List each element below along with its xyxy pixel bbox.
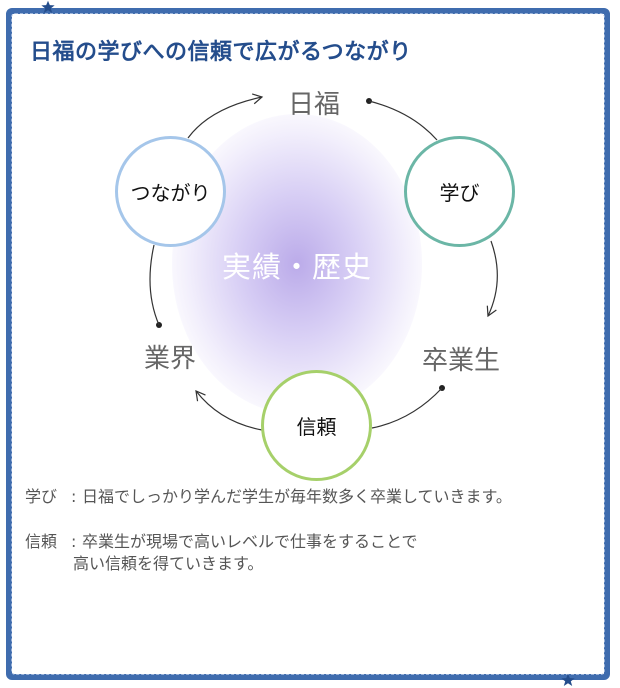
description-text: 卒業生が現場で高いレベルで仕事をすることで [82, 532, 418, 551]
arrow-shinrai-to-gyokai [195, 390, 263, 431]
node-tsunagari-label: つながり [130, 181, 211, 205]
star-icon [41, 0, 55, 14]
label-gyokai: 業界 [144, 344, 197, 374]
label-sotsugyosei: 卒業生 [422, 346, 501, 376]
description-shinrai: 信頼: 卒業生が現場で高いレベルで仕事をすることで 高い信頼を得ていきます。 [25, 531, 418, 575]
arrow-gyokai-to-tsunagari [149, 244, 160, 326]
inner-dashed-frame [11, 13, 605, 675]
page-title: 日福の学びへの信頼で広がるつながり [30, 40, 412, 65]
node-manabi: 学び [404, 136, 515, 247]
description-term: 学び [25, 487, 58, 506]
arrow-tsunagari-to-nippuku [187, 93, 264, 139]
node-tsunagari: つながり [115, 136, 226, 247]
description-term: 信頼 [25, 532, 58, 551]
node-shinrai: 信頼 [261, 370, 372, 481]
arrow-manabi-to-sotsugyosei [486, 240, 498, 318]
description-manabi: 学び: 日福でしっかり学んだ学生が毎年数多く卒業していきます。 [25, 486, 512, 508]
center-text: 実績・歴史 [221, 250, 372, 284]
description-text: 日福でしっかり学んだ学生が毎年数多く卒業していきます。 [82, 487, 512, 506]
label-nippuku: 日福 [288, 90, 341, 120]
description-colon: : [71, 532, 77, 551]
arrow-sotsugyosei-to-shinrai [371, 387, 443, 429]
arrow-nippuku-to-manabi [368, 100, 438, 141]
node-shinrai-label: 信頼 [296, 415, 337, 439]
star-icon [561, 673, 575, 687]
node-manabi-label: 学び [439, 181, 480, 205]
description-colon: : [71, 487, 77, 506]
description-text-continued: 高い信頼を得ていきます。 [73, 554, 264, 573]
